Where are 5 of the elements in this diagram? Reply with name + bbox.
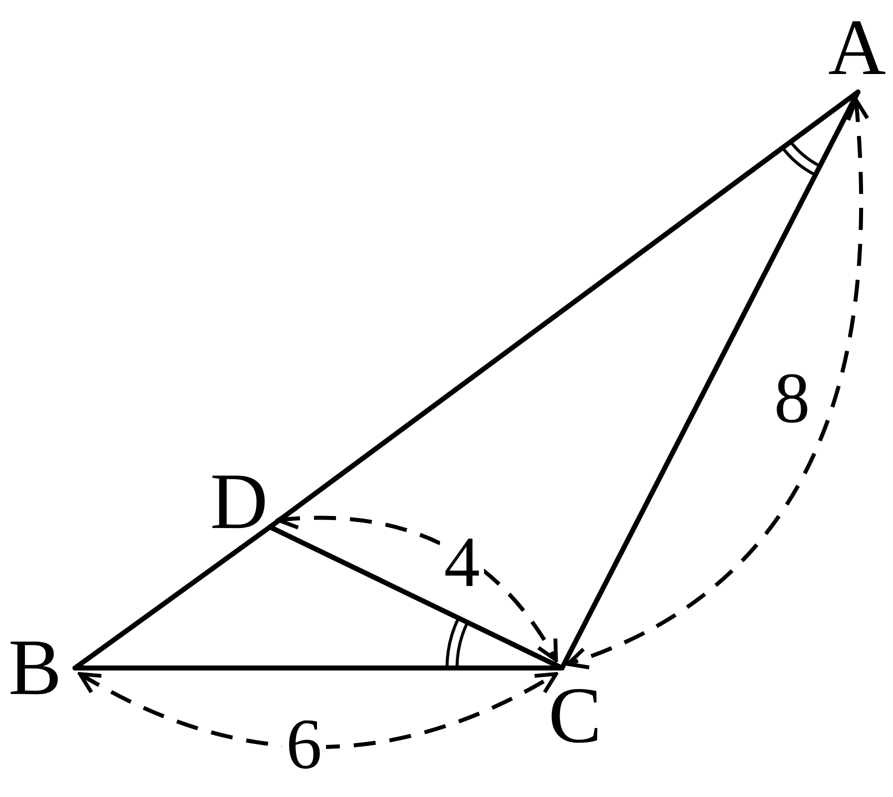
triangle-side [268, 524, 564, 670]
vertex-label: B [0, 628, 70, 708]
vertex-label: D [208, 462, 270, 542]
vertex-label: A [822, 8, 892, 88]
vertex-label: C [540, 676, 610, 756]
